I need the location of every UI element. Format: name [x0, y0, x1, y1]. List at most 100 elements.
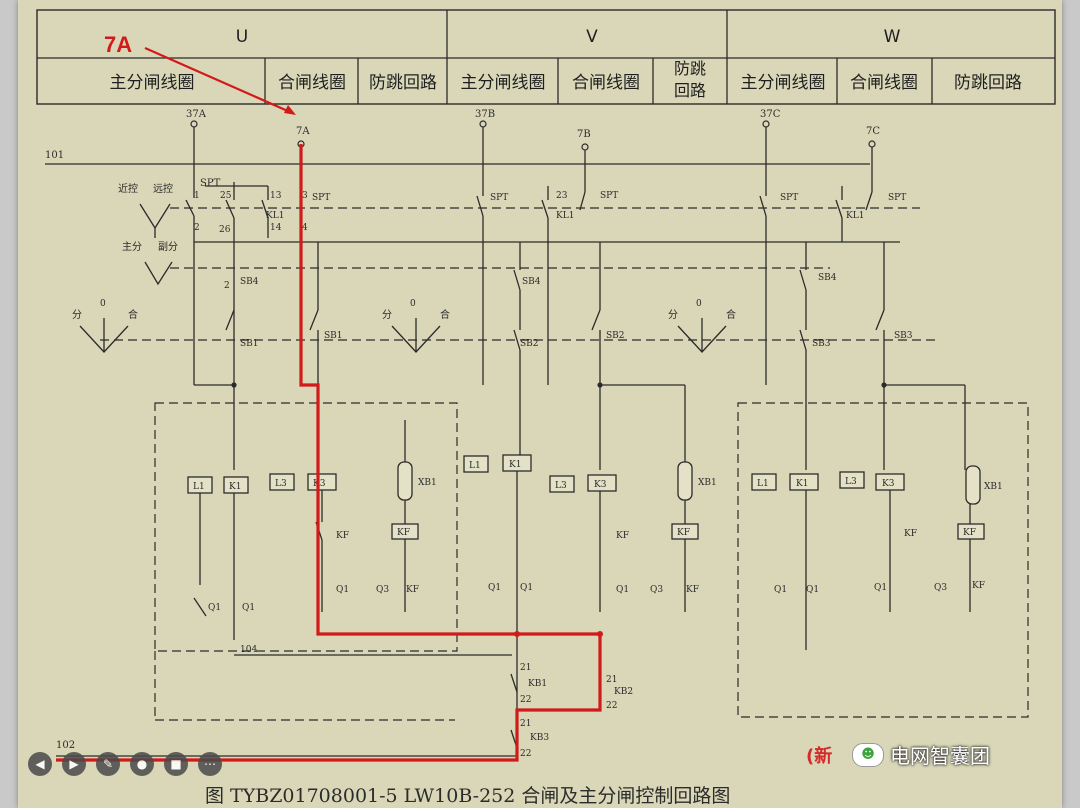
q3-u: Q3	[376, 585, 389, 595]
watermark-prefix: (新	[806, 746, 833, 767]
bus-104-label: 104	[240, 645, 257, 655]
wechat-icon: ☻	[852, 742, 884, 767]
spt-u2: SPT	[312, 193, 330, 203]
callout-7a: 7A	[104, 32, 132, 57]
pin-26: 26	[219, 225, 231, 235]
spt-v2: SPT	[600, 191, 618, 201]
terminal-7c: 7C	[866, 126, 880, 137]
figure-caption: 图 TYBZ01708001-5 LW10B-252 合闸及主分闸控制回路图	[205, 785, 730, 807]
pen-icon[interactable]: ✎	[96, 752, 120, 776]
kb3: KB3	[530, 733, 549, 743]
xb1-u: XB1	[418, 478, 437, 488]
sb3-w-b: SB3	[894, 331, 913, 341]
pin-23: 23	[556, 191, 568, 201]
coil-k3-v: K3	[594, 480, 607, 490]
video-icon[interactable]: ■	[164, 752, 188, 776]
sb4-u: SB4	[240, 277, 259, 287]
local-remote-selector: 近控 远控 SPT 1 2 25 26 13 KL1 14 3 SPT 4	[118, 164, 330, 385]
camera-icon[interactable]: ●	[130, 752, 154, 776]
q1-u-a: Q1	[208, 603, 221, 613]
sb2-v-a: SB2	[520, 339, 539, 349]
col-w-close-coil: 合闸线圈	[850, 73, 918, 93]
pin-22c: 22	[520, 749, 531, 759]
w-he: 合	[726, 308, 736, 321]
mechanical-links	[100, 207, 940, 341]
v-he: 合	[440, 308, 450, 321]
coil-l3-w: L3	[845, 477, 857, 487]
q1-u-c: Q1	[336, 585, 349, 595]
q1-v-c: Q1	[616, 585, 629, 595]
pin-4: 4	[302, 223, 308, 233]
phase-w: W	[884, 27, 901, 47]
label-remote: 远控	[153, 182, 173, 195]
control-switches: 分 0 合 分 0 合 分 0 合	[72, 299, 736, 353]
watermark: (新 ☻ 电网智囊团	[806, 740, 990, 769]
u-fen: 分	[72, 309, 82, 321]
pin-21b: 21	[606, 675, 617, 685]
top-terminals: 37A 7A 37B 7B 37C 7C	[186, 109, 880, 151]
sb1-u-b: SB1	[324, 331, 343, 341]
q3-v: Q3	[650, 585, 663, 595]
q1-v-a: Q1	[488, 583, 501, 593]
u-zero: 0	[100, 299, 106, 309]
v-fen: 分	[382, 309, 392, 321]
schematic-paper	[18, 0, 1062, 808]
col-u-antipump: 防跳回路	[369, 73, 437, 93]
pin-2b: 2	[224, 281, 230, 291]
highlight-path: 7A	[56, 32, 603, 762]
col-u-main-trip: 主分闸线圈	[110, 73, 195, 93]
label-local: 近控	[118, 182, 138, 195]
bus-101-label: 101	[45, 150, 64, 161]
kb2: KB2	[614, 687, 633, 697]
coil-l3-v: L3	[555, 481, 567, 491]
sb3-w-a: SB3	[812, 339, 831, 349]
q1-w-a: Q1	[774, 585, 787, 595]
phase-v: V	[586, 27, 598, 47]
coil-k3-w: K3	[882, 479, 895, 489]
kl1-w: KL1	[846, 211, 864, 221]
spt-v1: SPT	[490, 193, 508, 203]
mechanism-boxes	[154, 402, 1029, 721]
bus-101: 101	[45, 127, 873, 192]
kf-coil-v: KF	[677, 528, 690, 538]
more-icon[interactable]: ⋯	[198, 752, 222, 776]
kf-w-b: KF	[972, 581, 985, 591]
coil-l1-w: L1	[757, 479, 769, 489]
kl1-v: KL1	[556, 211, 574, 221]
sb2-v-b: SB2	[606, 331, 625, 341]
xb1-v: XB1	[698, 478, 717, 488]
sb4-v: SB4	[522, 277, 541, 287]
pin-22b: 22	[606, 701, 617, 711]
pin-3: 3	[302, 191, 308, 201]
prev-icon[interactable]: ◀	[28, 752, 52, 776]
w-zero: 0	[696, 299, 702, 309]
kf-contact-u: KF	[336, 531, 349, 541]
pin-13: 13	[270, 191, 282, 201]
col-u-close-coil: 合闸线圈	[278, 73, 346, 93]
pin-21c: 21	[520, 719, 531, 729]
col-w-main-trip: 主分闸线圈	[741, 73, 826, 93]
label-main-trip: 主分	[122, 241, 142, 253]
kl1-u: KL1	[266, 211, 284, 221]
play-icon[interactable]: ▶	[62, 752, 86, 776]
coil-k1-v: K1	[509, 460, 521, 470]
sb1-u-a: SB1	[240, 339, 259, 349]
spt-u1: SPT	[200, 178, 221, 189]
pin-1: 1	[194, 191, 200, 201]
kf-v-b: KF	[686, 585, 699, 595]
pin-22a: 22	[520, 695, 531, 705]
terminal-37a: 37A	[186, 109, 207, 120]
coil-k1-w: K1	[796, 479, 808, 489]
kf-contact-w: KF	[904, 529, 917, 539]
kf-contact-v: KF	[616, 531, 629, 541]
coils: L1 K1 L3 K3 XB1 KF KF Q1 Q1 Q1 Q3 KF 104…	[187, 420, 1003, 720]
kb1: KB1	[528, 679, 547, 689]
phase-wiring: SB1 SB1 SPT SB4 SB2 23 KL1 SPT SB2	[194, 164, 966, 470]
viewer-toolbar: ◀ ▶ ✎ ● ■ ⋯	[28, 752, 222, 776]
w-fen: 分	[668, 309, 678, 321]
coil-l3-u: L3	[275, 479, 287, 489]
watermark-text: 电网智囊团	[890, 744, 990, 768]
col-v-antipump-2: 回路	[674, 81, 706, 100]
col-v-main-trip: 主分闸线圈	[461, 73, 546, 93]
col-v-close-coil: 合闸线圈	[572, 73, 640, 93]
